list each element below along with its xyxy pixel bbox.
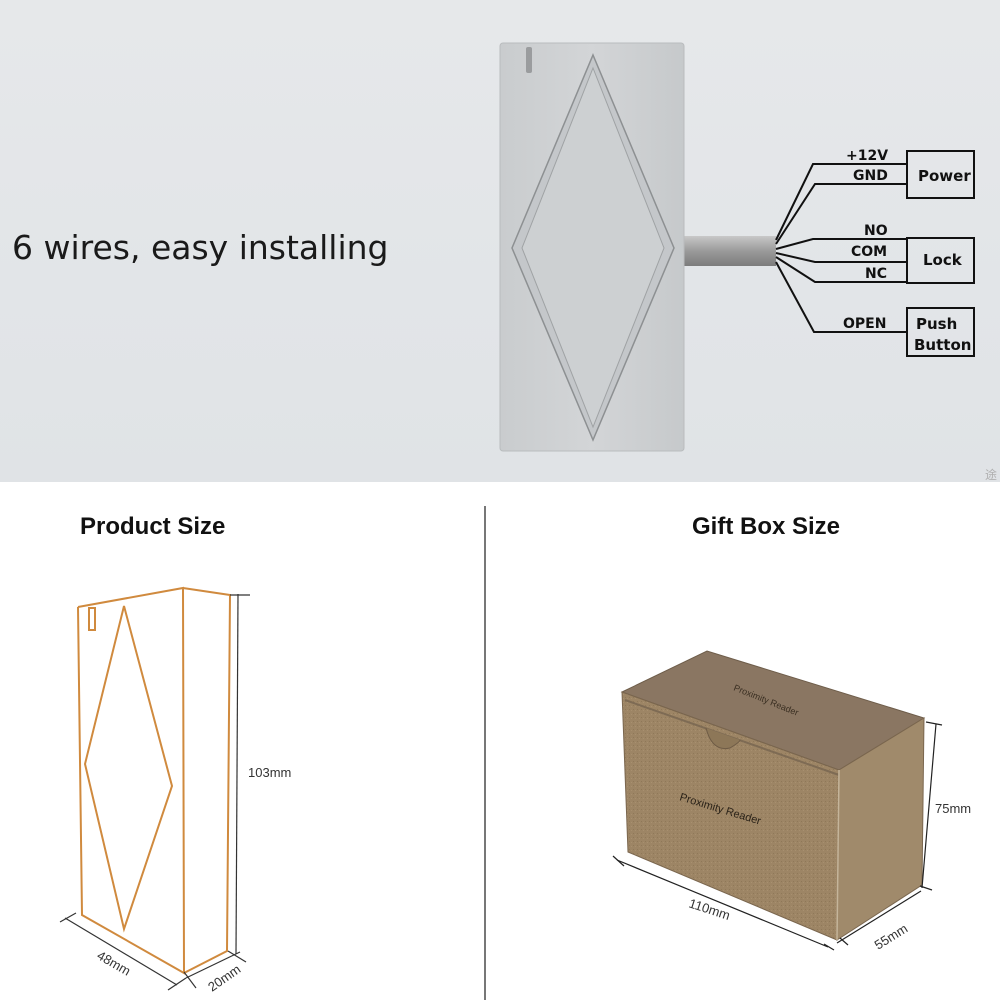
card-reader-device bbox=[499, 42, 776, 452]
power-box-label: Power bbox=[918, 167, 971, 185]
cable bbox=[684, 236, 776, 266]
led-indicator bbox=[526, 47, 532, 73]
lock-box-label: Lock bbox=[923, 251, 963, 269]
product-height-label: 103mm bbox=[248, 765, 291, 780]
wire-label-com: COM bbox=[851, 244, 887, 260]
wiring-banner: 6 wires, easy installing bbox=[0, 0, 1000, 482]
power-box bbox=[906, 150, 975, 199]
box-depth-label: 55mm bbox=[872, 921, 911, 953]
wire-label-open: OPEN bbox=[843, 316, 886, 332]
push-button-label-2: Button bbox=[914, 336, 971, 354]
section-divider bbox=[484, 506, 486, 1000]
push-button-box bbox=[906, 307, 975, 357]
watermark: 途 bbox=[985, 468, 998, 482]
wire-label-no: NO bbox=[864, 223, 888, 239]
tagline: 6 wires, easy installing bbox=[12, 228, 389, 267]
box-height-label: 75mm bbox=[935, 801, 971, 816]
push-button-label-1: Push bbox=[916, 315, 957, 333]
wire-label-nc: NC bbox=[865, 266, 887, 282]
product-size-title: Product Size bbox=[80, 513, 226, 540]
box-length-label: 110mm bbox=[687, 896, 732, 923]
wiring-diagram: +12V GND NO COM NC OPEN Power Lock Push … bbox=[775, 148, 975, 357]
wire-label-gnd: GND bbox=[853, 168, 888, 184]
wire-label-12v: +12V bbox=[846, 148, 888, 164]
gift-box-size-title: Gift Box Size bbox=[692, 513, 841, 540]
lock-box bbox=[906, 237, 975, 284]
